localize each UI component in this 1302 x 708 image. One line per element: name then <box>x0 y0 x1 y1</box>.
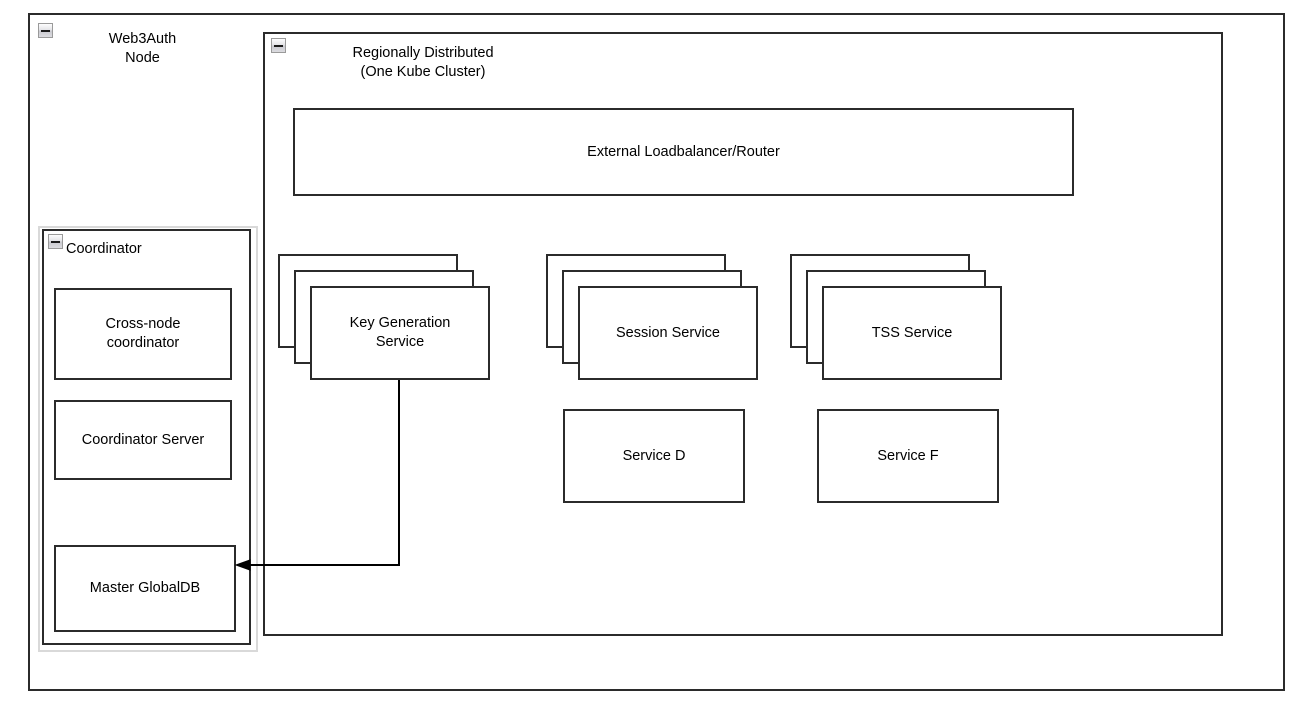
collapse-icon-regionally-distributed[interactable] <box>271 38 286 53</box>
collapse-icon-web3auth-node[interactable] <box>38 23 53 38</box>
node-coordinator-server[interactable]: Coordinator Server <box>54 400 232 480</box>
node-tss-service[interactable]: TSS Service <box>822 286 1002 380</box>
collapse-icon-coordinator[interactable] <box>48 234 63 249</box>
stack-key-generation-service[interactable]: Key Generation Service <box>278 254 490 380</box>
stack-session-service[interactable]: Session Service <box>546 254 758 380</box>
stack-tss-service[interactable]: TSS Service <box>790 254 1002 380</box>
node-service-f[interactable]: Service F <box>817 409 999 503</box>
node-external-loadbalancer-router[interactable]: External Loadbalancer/Router <box>293 108 1074 196</box>
node-session-service[interactable]: Session Service <box>578 286 758 380</box>
node-master-globaldb[interactable]: Master GlobalDB <box>54 545 236 632</box>
node-service-d[interactable]: Service D <box>563 409 745 503</box>
node-cross-node-coordinator[interactable]: Cross-node coordinator <box>54 288 232 380</box>
node-key-generation-service[interactable]: Key Generation Service <box>310 286 490 380</box>
